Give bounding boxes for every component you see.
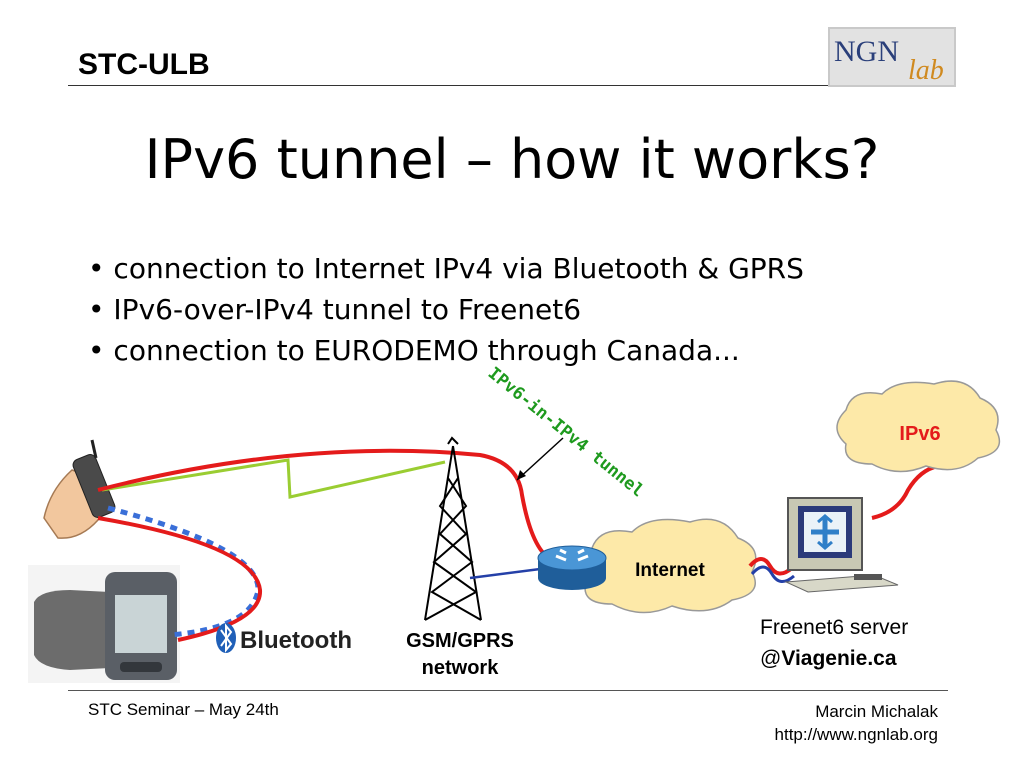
- gsm-tower: [424, 436, 482, 621]
- logo-sub-text: lab: [908, 55, 944, 86]
- router-icon: [537, 545, 607, 590]
- gsm-network-label: GSM/GPRS network: [406, 630, 514, 679]
- server-computer: [784, 497, 899, 593]
- footer-url: http://www.ngnlab.org: [774, 725, 938, 744]
- slide-title: IPv6 tunnel – how it works?: [144, 128, 880, 191]
- ipv6-cloud: [836, 380, 1001, 473]
- bullet-item: connection to EURODEMO through Canada...: [88, 330, 804, 371]
- ipv6-cloud-label: IPv6: [899, 423, 940, 445]
- bluetooth-logo: Bluetooth: [216, 623, 352, 654]
- pda-device: [28, 565, 180, 683]
- footer-seminar: STC Seminar – May 24th: [88, 700, 279, 719]
- bullet-list: connection to Internet IPv4 via Bluetoot…: [88, 248, 804, 371]
- logo-main-text: NGN: [834, 35, 899, 68]
- hand-phone: [43, 439, 116, 539]
- tunnel-label: IPv6-in-IPv4 tunnel: [484, 363, 648, 501]
- footer-author: Marcin Michalak http://www.ngnlab.org: [774, 702, 938, 744]
- bluetooth-label: Bluetooth: [240, 627, 352, 654]
- ngnlab-logo: NGN lab: [828, 27, 956, 87]
- internet-cloud: [577, 518, 757, 614]
- network-diagram: IPv6-in-IPv4 tunnel IPv6 Internet Blueto…: [28, 363, 1001, 683]
- header-org-name: STC-ULB: [78, 48, 210, 81]
- header-divider: [68, 85, 828, 86]
- server-label: Freenet6 server @Viagenie.ca: [760, 616, 909, 670]
- bullet-item: connection to Internet IPv4 via Bluetoot…: [88, 248, 803, 289]
- internet-cloud-label: Internet: [635, 560, 705, 581]
- footer-divider: [68, 690, 948, 691]
- bullet-item: IPv6-over-IPv4 tunnel to Freenet6: [88, 289, 804, 330]
